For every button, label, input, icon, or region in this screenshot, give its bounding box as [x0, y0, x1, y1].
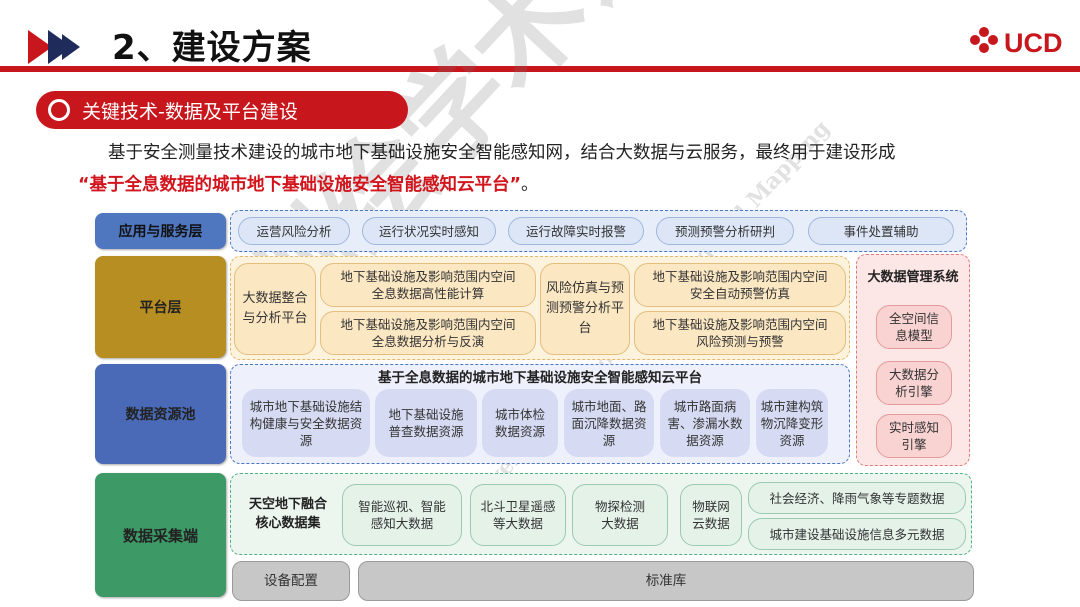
service-item: 运行状况实时感知 — [362, 217, 496, 245]
data-pool-title: 基于全息数据的城市地下基础设施安全智能感知云平台 — [378, 370, 702, 386]
brand-logo-text: UCD — [1004, 28, 1063, 58]
brand-logo-icon — [970, 27, 998, 53]
mgmt-item: 实时感知引擎 — [876, 414, 952, 458]
data-resource-item: 城市地面、路面沉降数据资源 — [564, 389, 654, 457]
platform-item: 地下基础设施及影响范围内空间风险预测与预警 — [634, 311, 846, 355]
header-divider — [0, 66, 1080, 72]
platform-name-emphasis: “基于全息数据的城市地下基础设施安全智能感知云平台” — [78, 175, 522, 195]
collection-item: 北斗卫星遥感等大数据 — [470, 484, 566, 546]
simulation-platform: 风险仿真与预测预警分析平台 — [540, 263, 630, 355]
platform-item: 地下基础设施及影响范围内空间全息数据分析与反演 — [320, 311, 536, 355]
data-resource-item: 城市路面病害、渗漏水数据资源 — [660, 389, 750, 457]
collection-item: 物探检测大数据 — [572, 484, 668, 546]
service-item: 运行故障实时报警 — [508, 217, 644, 245]
collection-item: 物联网云数据 — [680, 484, 742, 546]
layer-platform: 平台层 — [95, 256, 226, 358]
bullet-circle-icon — [48, 99, 70, 121]
page-title: 2、建设方案 — [112, 28, 312, 68]
data-resource-item: 城市建构筑物沉降变形资源 — [756, 389, 828, 457]
mgmt-item: 全空间信息模型 — [876, 305, 952, 349]
chevron-icon — [62, 34, 80, 60]
core-dataset: 天空地下融合核心数据集 — [248, 497, 327, 531]
data-resource-item: 地下基础设施普查数据资源 — [375, 389, 477, 457]
platform-item: 地下基础设施及影响范围内空间安全自动预警仿真 — [634, 263, 846, 307]
platform-item: 地下基础设施及影响范围内空间全息数据高性能计算 — [320, 263, 536, 307]
collection-item: 智能巡视、智能感知大数据 — [342, 484, 462, 546]
section-heading-label: 关键技术-数据及平台建设 — [82, 101, 298, 123]
service-item: 运营风险分析 — [238, 217, 350, 245]
mgmt-item: 大数据分析引擎 — [876, 361, 952, 405]
service-item: 预测预警分析研判 — [656, 217, 794, 245]
big-data-platform: 大数据整合与分析平台 — [234, 263, 316, 355]
layer-app-services: 应用与服务层 — [95, 213, 226, 249]
device-config: 设备配置 — [232, 561, 350, 601]
service-item: 事件处置辅助 — [808, 217, 954, 245]
section-heading: 关键技术-数据及平台建设 — [36, 91, 408, 129]
intro-tail: 。 — [521, 175, 539, 195]
collection-item-right: 社会经济、降雨气象等专题数据 — [748, 482, 966, 514]
data-resource-item: 城市体检数据资源 — [482, 389, 558, 457]
intro-text: 基于安全测量技术建设的城市地下基础设施安全智能感知网，结合大数据与云服务，最终用… — [108, 143, 896, 163]
standard-library: 标准库 — [358, 561, 974, 601]
layer-data-pool: 数据资源池 — [95, 364, 226, 464]
big-data-mgmt-title: 大数据管理系统 — [867, 270, 959, 285]
layer-data-collection: 数据采集端 — [95, 473, 226, 597]
data-resource-item: 城市地下基础设施结构健康与安全数据资源 — [242, 389, 370, 457]
intro-text-2: “基于全息数据的城市地下基础设施安全智能感知云平台”。 — [78, 171, 539, 196]
collection-item-right: 城市建设基础设施信息多元数据 — [748, 518, 966, 550]
